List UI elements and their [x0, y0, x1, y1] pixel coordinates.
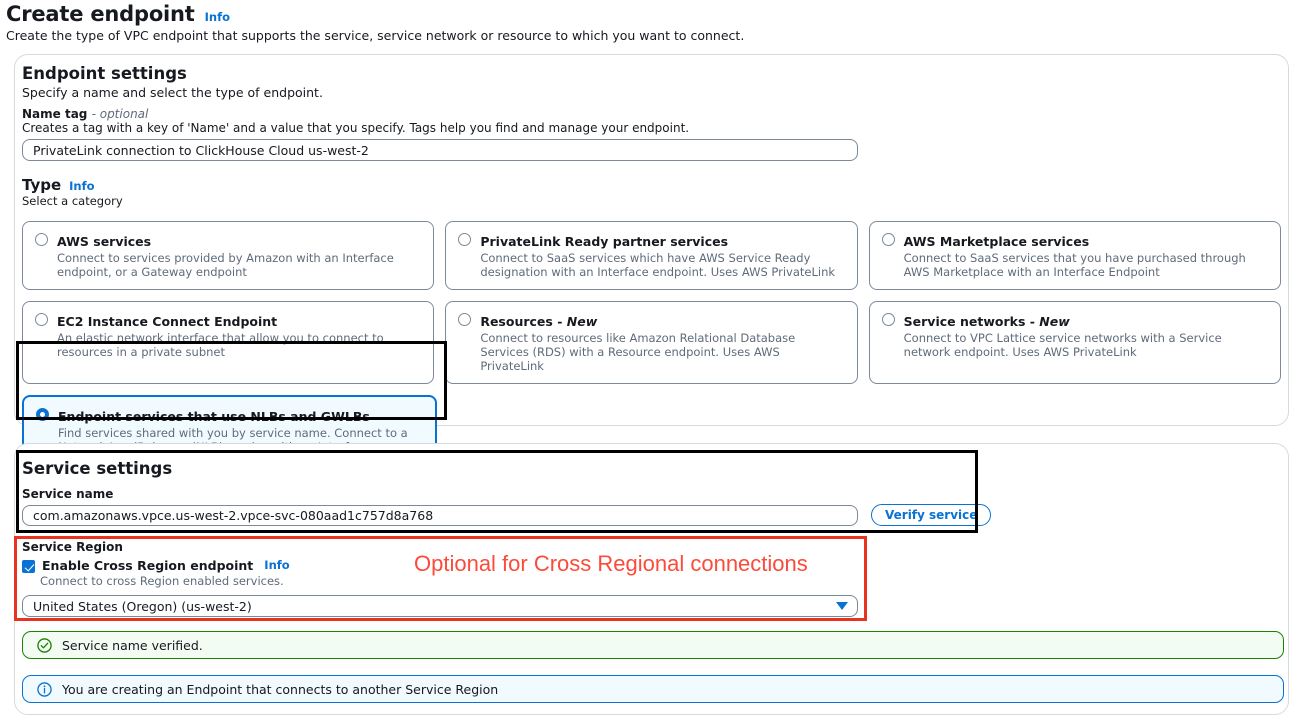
type-card-description: Connect to VPC Lattice service networks …	[903, 331, 1222, 359]
type-card-title-text: Resources -	[480, 314, 567, 329]
radio-icon[interactable]	[881, 313, 895, 326]
enable-cross-region-checkbox[interactable]	[22, 560, 35, 573]
type-card-title: EC2 Instance Connect Endpoint	[57, 314, 278, 329]
service-settings-title: Service settings	[22, 459, 173, 478]
radio-icon-selected[interactable]	[36, 408, 49, 421]
enable-cross-region-row[interactable]: Enable Cross Region endpoint Info	[22, 558, 290, 573]
radio-icon[interactable]	[458, 313, 472, 326]
info-circle-icon	[37, 681, 52, 697]
type-card-title: PrivateLink Ready partner services	[480, 234, 729, 249]
service-region-select[interactable]: United States (Oregon) (us-west-2)	[22, 595, 858, 617]
name-tag-optional-text: - optional	[91, 107, 149, 121]
radio-icon[interactable]	[35, 233, 48, 246]
service-name-label: Service name	[22, 487, 114, 501]
type-card-service-networks[interactable]: Service networks - New Connect to VPC La…	[868, 301, 1281, 384]
page-title: Create endpoint	[6, 2, 195, 26]
type-card-title: Resources - New	[480, 314, 597, 329]
type-card-privatelink-ready-partner-services[interactable]: PrivateLink Ready partner services Conne…	[445, 221, 858, 290]
type-description: Select a category	[22, 194, 123, 208]
type-card-description: Connect to resources like Amazon Relatio…	[480, 331, 796, 373]
type-card-title: Endpoint services that use NLBs and GWLB…	[58, 409, 370, 424]
endpoint-settings-description: Specify a name and select the type of en…	[22, 85, 323, 100]
type-card-description: Connect to services provided by Amazon w…	[57, 251, 394, 279]
cross-region-info-link[interactable]: Info	[264, 558, 290, 572]
type-heading: Type	[22, 176, 62, 194]
type-card-title: Service networks - New	[904, 314, 1070, 329]
type-heading-row: Type Info	[22, 176, 95, 194]
name-tag-hint: Creates a tag with a key of 'Name' and a…	[22, 121, 690, 135]
type-card-new-badge: New	[1039, 314, 1070, 329]
alert-info-text: You are creating an Endpoint that connec…	[62, 681, 499, 697]
type-card-title: AWS Marketplace services	[903, 234, 1090, 249]
type-card-aws-marketplace-services[interactable]: AWS Marketplace services Connect to SaaS…	[868, 221, 1281, 290]
enable-cross-region-hint: Connect to cross Region enabled services…	[40, 574, 284, 588]
page-description: Create the type of VPC endpoint that sup…	[6, 28, 745, 43]
radio-icon[interactable]	[458, 233, 472, 246]
radio-icon[interactable]	[35, 313, 48, 326]
type-card-row-1: AWS services Connect to services provide…	[22, 221, 1281, 290]
type-card-description: An elastic network interface that allow …	[57, 331, 384, 359]
type-card-resources[interactable]: Resources - New Connect to resources lik…	[445, 301, 858, 384]
type-card-title: AWS services	[57, 234, 152, 249]
page-header: Create endpoint Info	[6, 2, 230, 26]
type-card-description: Connect to SaaS services which have AWS …	[480, 251, 836, 279]
enable-cross-region-label: Enable Cross Region endpoint	[42, 558, 254, 573]
check-circle-icon	[37, 637, 52, 653]
alert-service-name-verified: Service name verified.	[22, 631, 1284, 659]
type-info-link[interactable]: Info	[69, 179, 95, 193]
verify-service-button[interactable]: Verify service	[871, 504, 992, 526]
type-card-description: Connect to SaaS services that you have p…	[903, 251, 1246, 279]
name-tag-label-text: Name tag	[22, 107, 88, 121]
radio-icon[interactable]	[881, 233, 895, 246]
type-card-new-badge: New	[566, 314, 598, 329]
chevron-down-icon[interactable]	[836, 602, 848, 610]
name-tag-label: Name tag - optional	[22, 107, 148, 121]
name-tag-input[interactable]	[22, 139, 858, 161]
alert-cross-region-notice: You are creating an Endpoint that connec…	[22, 675, 1284, 703]
type-card-title-text: Service networks -	[903, 314, 1040, 329]
service-region-selected-value: United States (Oregon) (us-west-2)	[33, 598, 252, 614]
type-card-aws-services[interactable]: AWS services Connect to services provide…	[22, 221, 435, 290]
service-region-label: Service Region	[22, 540, 123, 554]
type-card-ec2-instance-connect-endpoint[interactable]: EC2 Instance Connect Endpoint An elastic…	[22, 301, 435, 384]
endpoint-settings-title: Endpoint settings	[22, 64, 187, 83]
type-card-row-2: EC2 Instance Connect Endpoint An elastic…	[22, 301, 1281, 384]
service-name-input[interactable]	[22, 505, 858, 526]
alert-success-text: Service name verified.	[62, 637, 203, 653]
page-info-link[interactable]: Info	[204, 10, 231, 24]
